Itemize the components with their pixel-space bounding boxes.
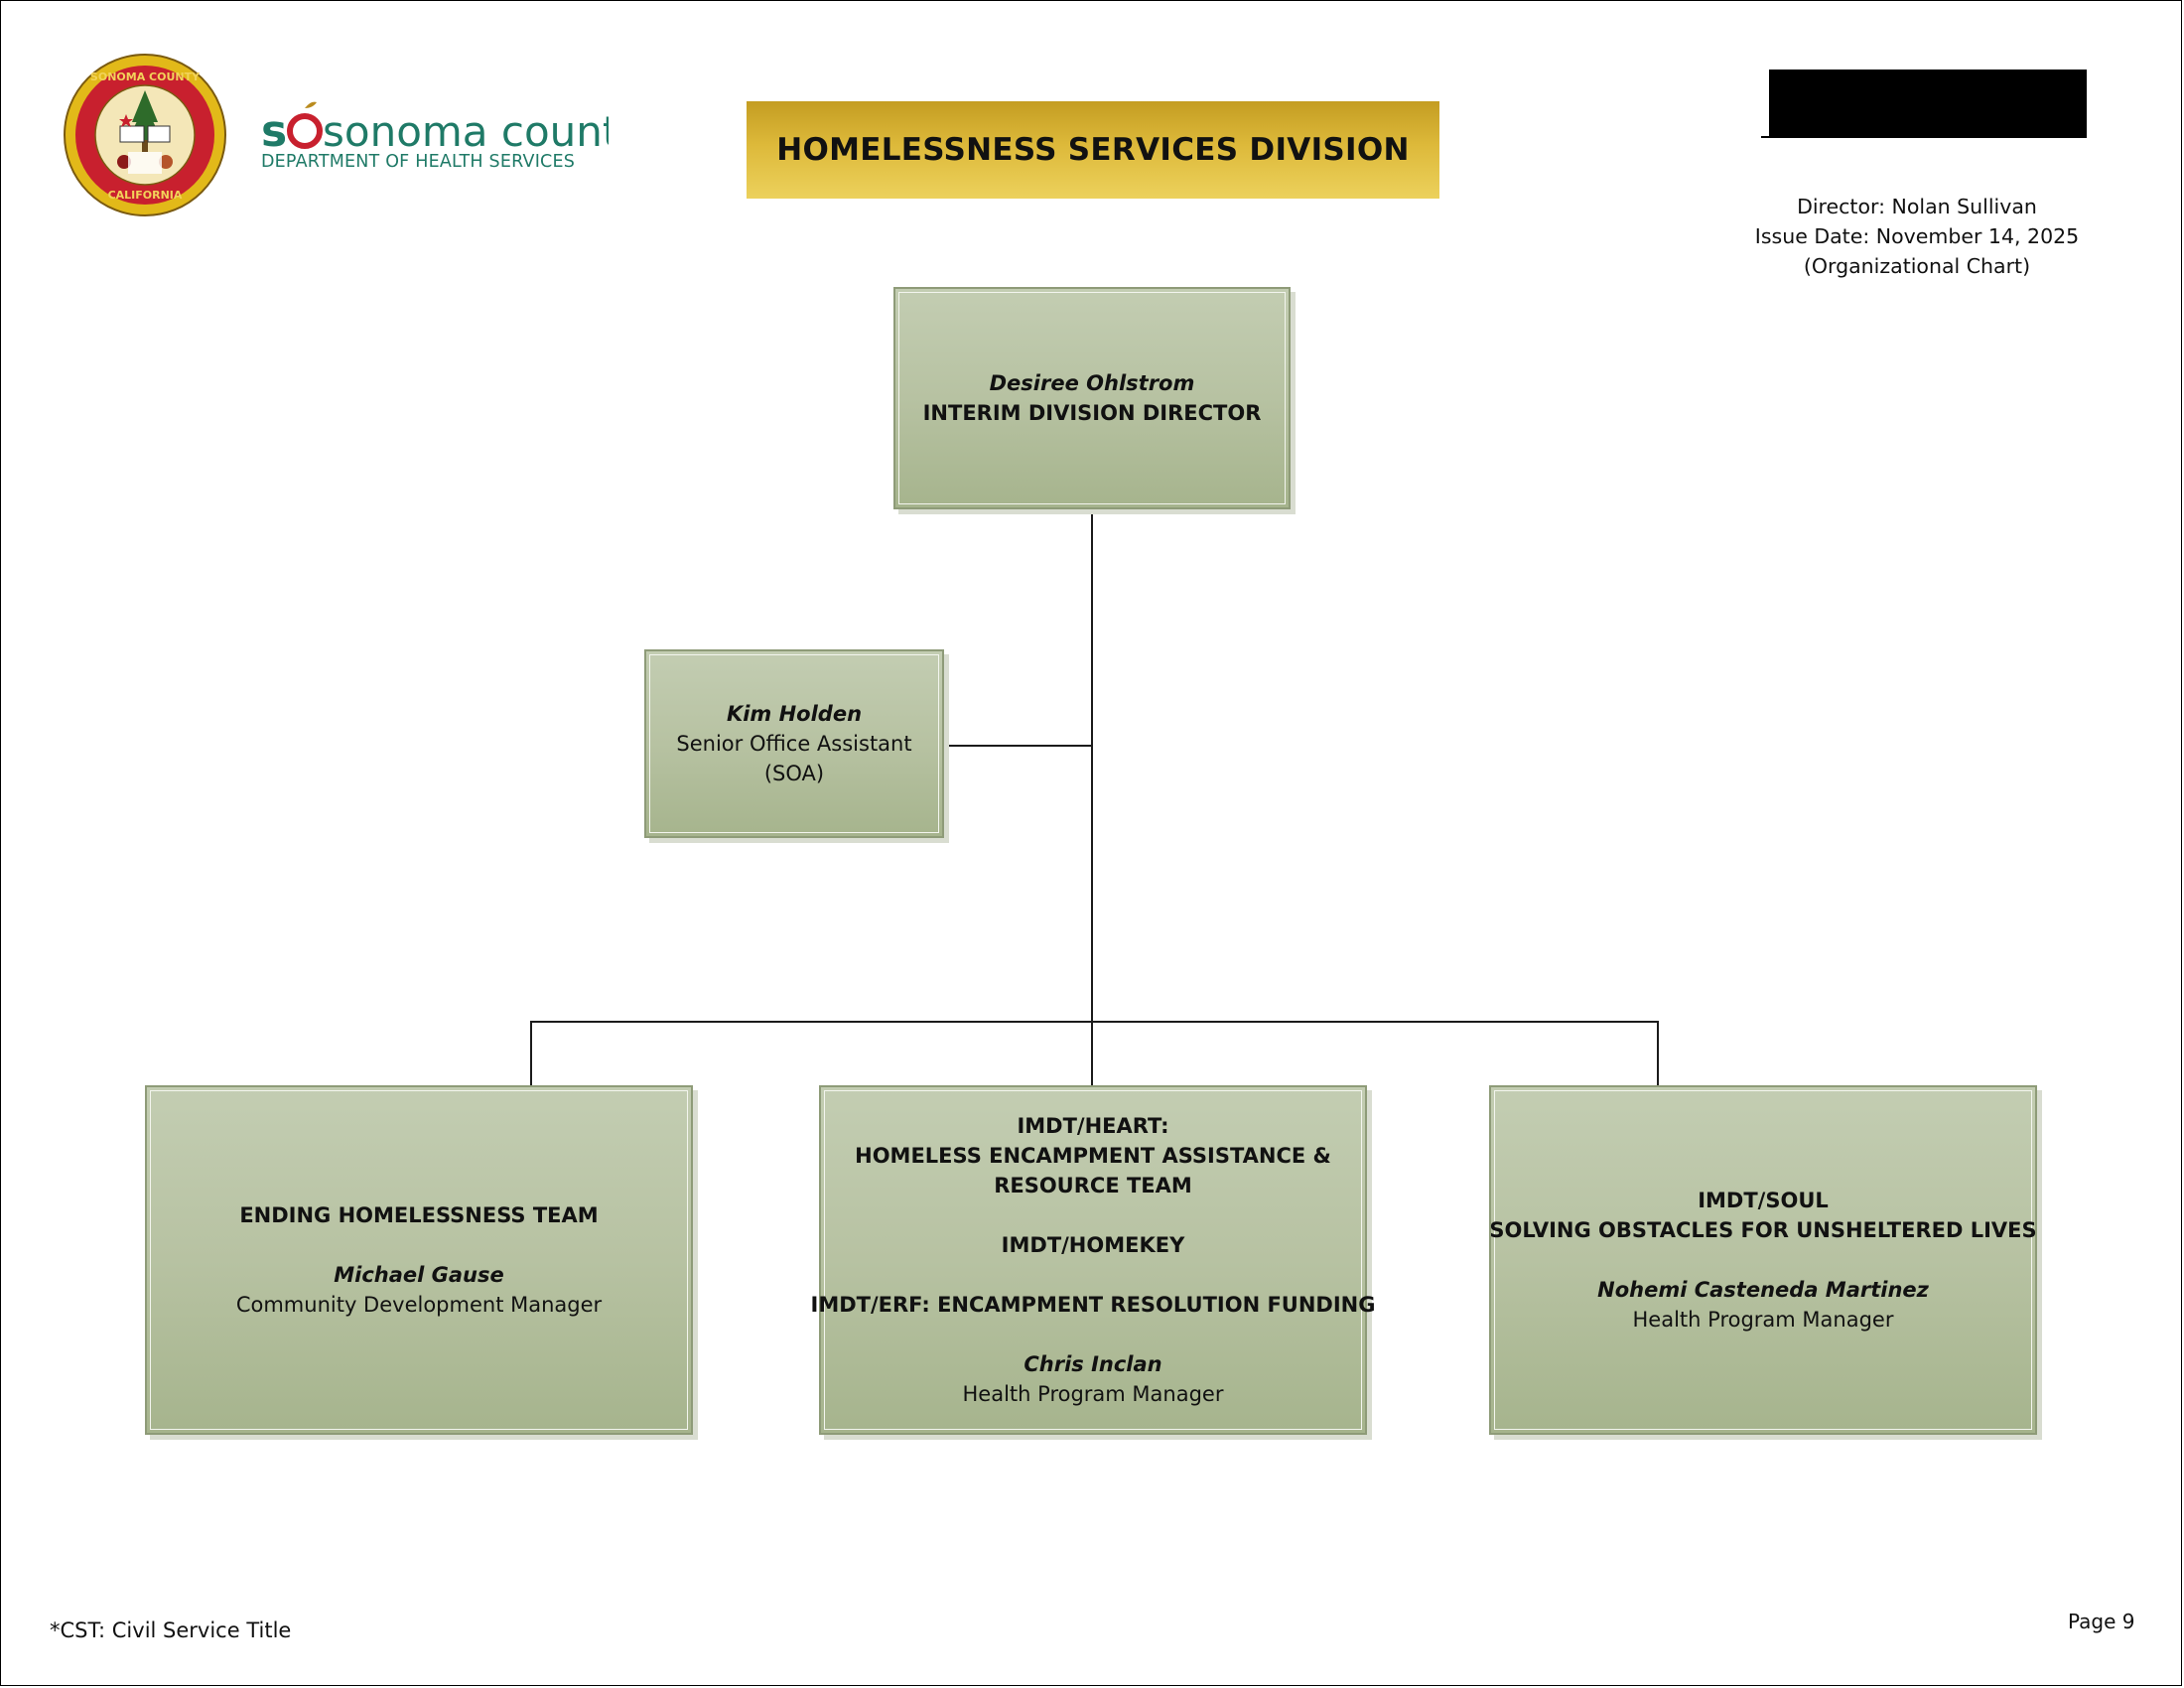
issue-date-line: Issue Date: November 14, 2025 [1754,224,2080,248]
team-unit-homekey: IMDT/HOMEKEY [1001,1233,1185,1257]
assistant-name: Kim Holden [726,702,863,726]
team-manager-title: Health Program Manager [1632,1308,1894,1332]
org-box-director: Desiree Ohlstrom INTERIM DIVISION DIRECT… [893,287,1291,509]
org-box-assistant: Kim Holden Senior Office Assistant (SOA) [644,649,944,838]
team-manager-title: Community Development Manager [235,1293,603,1317]
org-box-ending-homelessness: ENDING HOMELESSNESS TEAM Michael Gause C… [145,1085,693,1435]
county-seal-icon: CALIFORNIA SONOMA COUNTY [64,54,226,216]
team-manager-name: Michael Gause [334,1263,504,1287]
director-line: Director: Nolan Sullivan [1797,195,2037,218]
director-name: Desiree Ohlstrom [989,371,1195,395]
team-unit-name: ENDING HOMELESSNESS TEAM [239,1203,599,1227]
redaction-underline [1761,136,2087,138]
logo-subtitle: DEPARTMENT OF HEALTH SERVICES [261,152,576,172]
connector-assistant [944,745,1093,747]
team-unit-name-line2: SOLVING OBSTACLES FOR UNSHELTERED LIVES [1489,1218,2037,1242]
page-title: HOMELESSNESS SERVICES DIVISION [776,132,1410,168]
team-unit-name-line3: RESOURCE TEAM [994,1174,1192,1197]
connector-trunk [1091,513,1093,1085]
seal-ring-text: SONOMA COUNTY [90,70,201,83]
org-box-imdt-heart: IMDT/HEART: HOMELESS ENCAMPMENT ASSISTAN… [811,1085,1375,1435]
assistant-abbr: (SOA) [763,762,825,785]
team-unit-erf: IMDT/ERF: ENCAMPMENT RESOLUTION FUNDING [810,1293,1376,1317]
team-manager-title: Health Program Manager [962,1382,1224,1406]
team-unit-name: IMDT/SOUL [1698,1189,1829,1212]
sonoma-county-logo: s sonoma county [261,101,609,157]
svg-text:s: s [261,106,287,157]
connector-left-drop [530,1021,532,1085]
team-unit-name: IMDT/HEART: [1017,1114,1169,1138]
org-box-imdt-soul: IMDT/SOUL SOLVING OBSTACLES FOR UNSHELTE… [1489,1085,2037,1435]
connector-right-drop [1657,1021,1659,1085]
footnote: *CST: Civil Service Title [50,1618,292,1642]
doc-type-line: (Organizational Chart) [1803,254,2031,278]
page-number: Page 9 [2068,1610,2135,1633]
title-banner: HOMELESSNESS SERVICES DIVISION [747,101,1439,199]
logo-name: sonoma county [323,107,609,156]
connector-horizontal-bus [530,1021,1659,1023]
assistant-title: Senior Office Assistant [676,732,912,756]
team-manager-name: Nohemi Casteneda Martinez [1597,1278,1929,1302]
seal-bottom-text: CALIFORNIA [108,189,183,202]
team-unit-name-line2: HOMELESS ENCAMPMENT ASSISTANCE & [855,1144,1331,1168]
director-title: INTERIM DIVISION DIRECTOR [922,401,1262,425]
document-meta: Director: Nolan Sullivan Issue Date: Nov… [1728,192,2106,281]
redacted-block [1769,70,2087,137]
team-manager-name: Chris Inclan [1024,1352,1162,1376]
